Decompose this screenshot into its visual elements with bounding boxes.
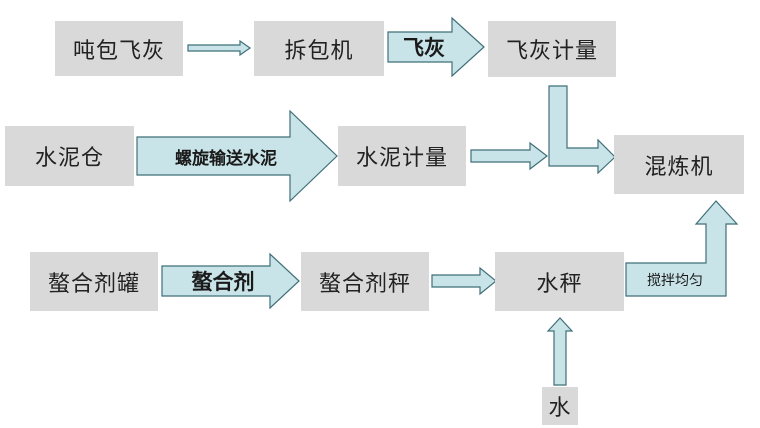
node-ao-he-ji-guan: 螯合剂罐 [30,252,158,311]
node-shui-ni-ji-liang: 水泥计量 [338,126,466,186]
node-shui-cheng: 水秤 [495,252,624,311]
arrow-jiao-ban-jun-yun [625,200,739,297]
node-dun-bao-fei-hui: 吨包飞灰 [55,21,183,76]
node-hun-lian-ji: 混炼机 [614,135,744,194]
arrow-label-fei-hui: 飞灰 [403,35,445,60]
arrow-shui-to-shui-cheng [546,317,574,386]
node-shui-ni-cang: 水泥仓 [5,126,134,186]
node-fei-hui-ji-liang: 飞灰计量 [488,21,616,77]
node-shui: 水 [542,387,578,425]
arrow-luo-xuan-shu-song [136,109,338,203]
arrow-shui-ni-ji-liang-to-hun-lian [470,141,548,171]
arrow-fei-hui-ji-liang-to-hun-lian [548,85,616,175]
arrow-ao-he-ji [161,252,300,310]
node-chai-bao-ji: 拆包机 [254,21,384,76]
arrow-fei-hui [387,16,485,78]
arrow-label-ao-he-ji: 螯合剂 [191,269,255,294]
arrow-label-luo-xuan-shu-song-shui-ni: 螺旋输送水泥 [175,148,277,169]
arrow-label-jiao-ban-jun-yun: 搅拌均匀 [647,273,703,289]
node-ao-he-ji-cheng: 螯合剂秤 [301,252,429,311]
arrow-ao-he-ji-cheng-to-shui-cheng [431,266,497,296]
arrow-dun-bao-to-chai-bao [187,39,252,57]
